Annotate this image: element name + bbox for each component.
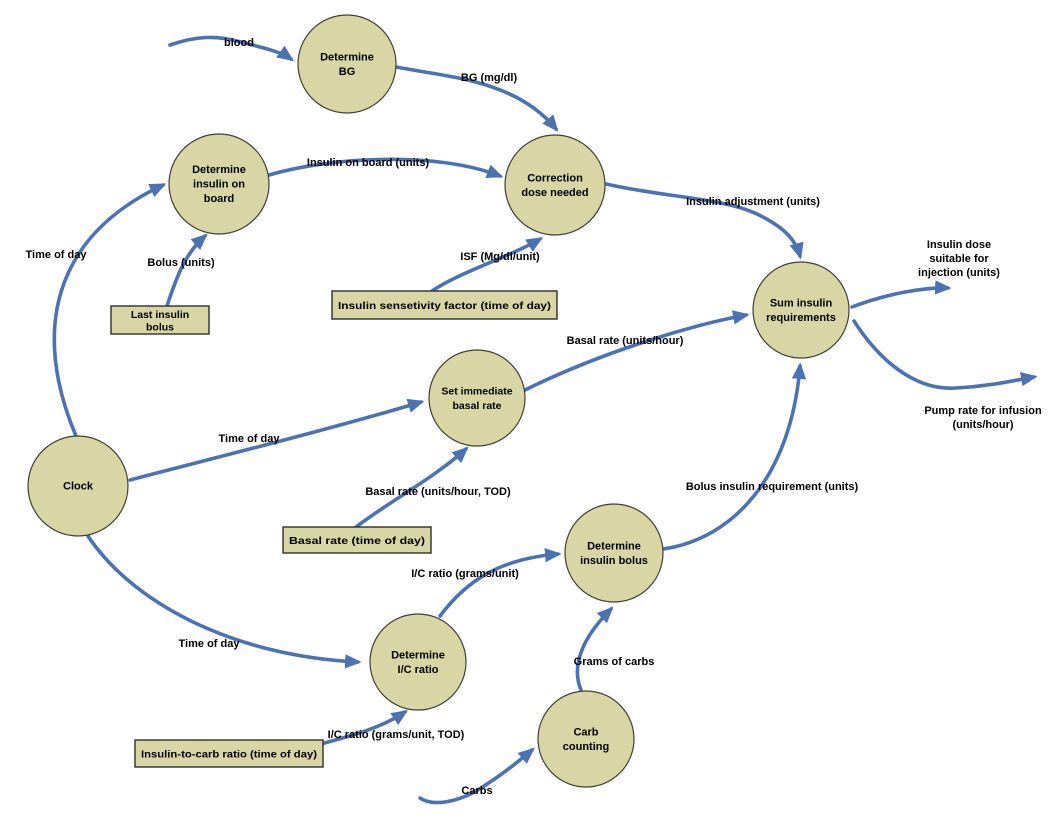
flow-arrow-basal-tod bbox=[354, 446, 469, 529]
store-label-isf-store: Insulin sensetivity factor (time of day) bbox=[338, 300, 551, 312]
node-label-clock: Clock bbox=[63, 481, 94, 493]
flow-arrow-tod-3 bbox=[84, 531, 362, 669]
flow-label-tod-3: Time of day bbox=[179, 638, 241, 650]
store-ic-store: Insulin-to-carb ratio (time of day) bbox=[134, 739, 324, 768]
store-box-isf-store bbox=[331, 290, 558, 320]
flow-arrow-tod-2 bbox=[128, 398, 425, 482]
flow-label-bg-mgdl: BG (mg/dl) bbox=[461, 72, 518, 84]
store-basal-store: Basal rate (time of day) bbox=[282, 526, 432, 554]
flow-arrow-isf-units bbox=[430, 237, 544, 293]
store-box-basal-store bbox=[282, 526, 432, 554]
node-circle-determine-bolus bbox=[564, 503, 664, 603]
node-circle-clock bbox=[27, 435, 129, 537]
store-box-ic-store bbox=[134, 739, 324, 768]
flow-arrow-grams-carbs bbox=[575, 606, 614, 692]
store-label-basal-store: Basal rate (time of day) bbox=[289, 535, 425, 547]
flow-arrow-out-pump bbox=[852, 319, 1038, 390]
flow-arrow-ic-ratio bbox=[438, 547, 562, 618]
flow-arrow-blood bbox=[168, 35, 294, 62]
node-circle-correction-dose bbox=[504, 134, 606, 236]
node-circle-determine-ic bbox=[369, 613, 467, 711]
flow-label-grams-carbs: Grams of carbs bbox=[574, 656, 655, 668]
node-circle-determine-bg bbox=[297, 14, 397, 114]
flow-label-ic-ratio: I/C ratio (grams/unit) bbox=[411, 568, 519, 580]
flow-label-carbs: Carbs bbox=[461, 785, 492, 797]
flow-arrow-bolus-req bbox=[661, 362, 807, 551]
flow-label-out-pump: Pump rate for infusion(units/hour) bbox=[924, 405, 1042, 431]
flow-label-tod-1: Time of day bbox=[26, 249, 88, 261]
node-circle-set-basal bbox=[428, 349, 526, 447]
flow-label-bolus-units: Bolus (units) bbox=[147, 257, 215, 269]
flow-label-basal-uh: Basal rate (units/hour) bbox=[567, 335, 684, 347]
flow-label-bolus-req: Bolus insulin requirement (units) bbox=[686, 481, 859, 493]
flow-label-iob-units: Insulin on board (units) bbox=[307, 157, 430, 169]
node-circle-determine-iob bbox=[168, 133, 270, 235]
flow-label-tod-2: Time of day bbox=[219, 433, 281, 445]
flow-arrow-bolus-units bbox=[165, 233, 208, 308]
flow-label-blood: blood bbox=[224, 37, 254, 49]
store-isf-store: Insulin sensetivity factor (time of day) bbox=[331, 290, 558, 320]
flow-arrow-basal-uh bbox=[523, 310, 750, 392]
flow-label-insulin-adj: Insulin adjustment (units) bbox=[686, 196, 820, 208]
node-clock: Clock bbox=[27, 435, 129, 537]
flow-label-isf-units: ISF (Mg/dl/unit) bbox=[460, 251, 540, 263]
flow-label-ic-ratio-tod: I/C ratio (grams/unit, TOD) bbox=[328, 729, 465, 741]
flow-arrow-insulin-adj bbox=[604, 182, 804, 260]
store-label-ic-store: Insulin-to-carb ratio (time of day) bbox=[141, 749, 317, 761]
store-box-last-insulin-bolus bbox=[110, 305, 210, 335]
flow-label-basal-tod: Basal rate (units/hour, TOD) bbox=[365, 486, 511, 498]
node-circle-carb-counting bbox=[537, 690, 635, 788]
node-circle-sum-insulin bbox=[752, 261, 850, 359]
flow-arrow-tod-1 bbox=[52, 183, 167, 438]
flow-arrow-iob-units bbox=[267, 157, 504, 179]
flow-arrow-bg-mgdl bbox=[394, 65, 559, 132]
flow-arrow-carbs bbox=[418, 747, 535, 805]
flow-arrow-out-injection bbox=[850, 280, 952, 309]
